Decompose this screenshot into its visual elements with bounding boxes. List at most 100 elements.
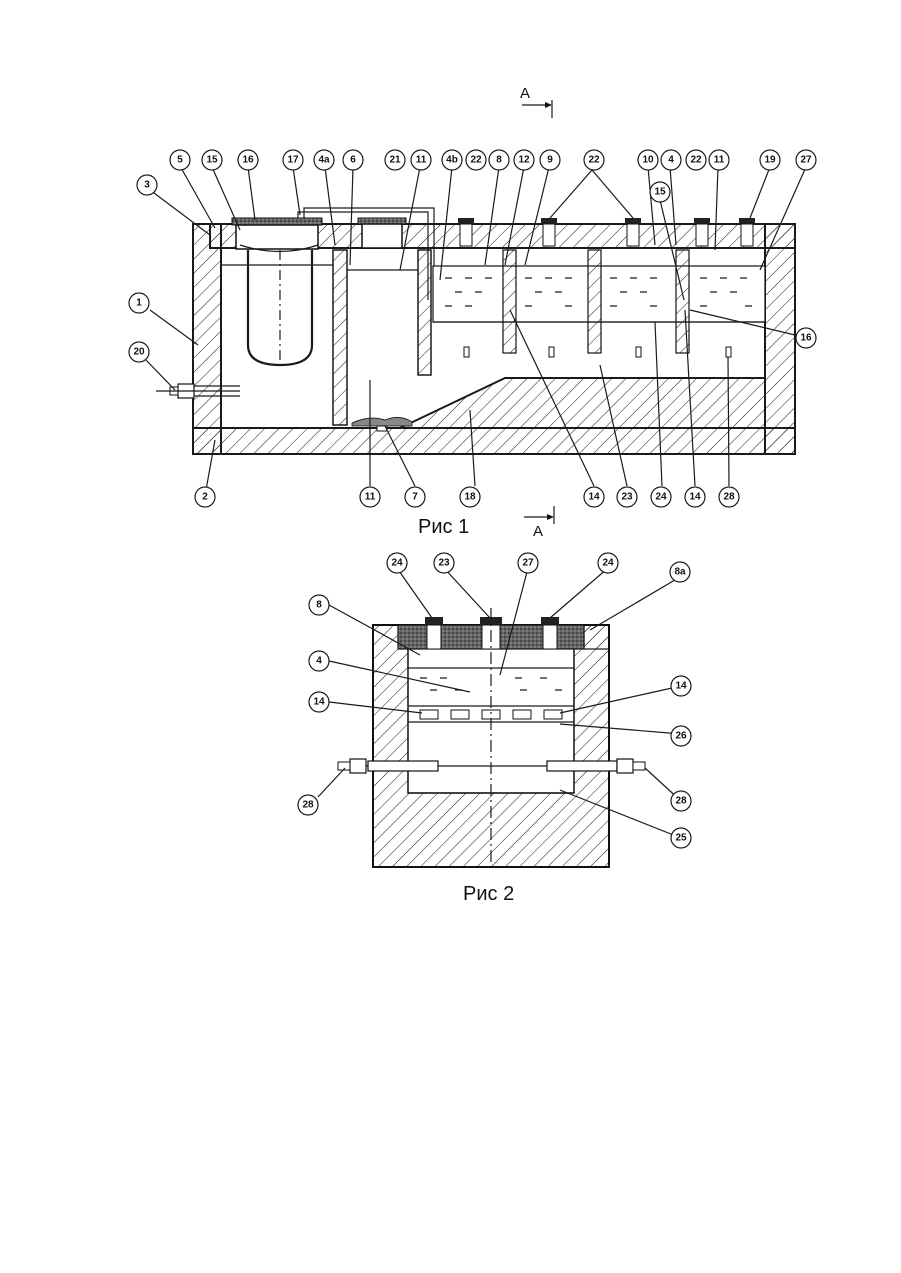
svg-text:6: 6 (350, 155, 356, 166)
callout-24-b: 22 (584, 150, 604, 170)
callout-28-right: 28 (671, 791, 691, 811)
callout-4b: 4b (442, 150, 462, 170)
section-mark-top: A (520, 85, 552, 118)
callout-26: 26 (671, 726, 691, 746)
callout-20: 18 (460, 487, 480, 507)
svg-text:11: 11 (714, 155, 725, 166)
section-mark-bottom: A (524, 506, 554, 540)
callout-16: 16 (796, 328, 816, 348)
callout-13-bottom: 11 (360, 487, 380, 507)
svg-text:4: 4 (316, 656, 322, 667)
svg-text:19: 19 (764, 155, 776, 166)
callout-6: 6 (343, 150, 363, 170)
svg-text:16: 16 (242, 155, 254, 166)
svg-text:28: 28 (723, 492, 735, 503)
svg-text:22: 22 (588, 155, 600, 166)
callout-24-a: 22 (466, 150, 486, 170)
callout-8: 8 (309, 595, 329, 615)
section-mark-label: A (533, 523, 543, 540)
svg-text:23: 23 (438, 558, 450, 569)
svg-text:14: 14 (675, 681, 687, 692)
svg-text:22: 22 (470, 155, 482, 166)
svg-text:8: 8 (496, 155, 502, 166)
svg-text:20: 20 (133, 347, 145, 358)
callout-28-left: 28 (298, 795, 318, 815)
callout-3: 3 (137, 175, 157, 195)
callout-14-left: 14 (309, 692, 329, 712)
callout-14-b: 14 (685, 487, 705, 507)
callout-8: 8 (489, 150, 509, 170)
callout-4a: 4a (314, 150, 334, 170)
callout-21: 19 (760, 150, 780, 170)
svg-text:26: 26 (675, 731, 687, 742)
callout-14-a: 14 (584, 487, 604, 507)
svg-text:15: 15 (654, 187, 666, 198)
callout-25: 25 (671, 828, 691, 848)
svg-text:16: 16 (800, 333, 812, 344)
svg-text:4a: 4a (318, 155, 330, 166)
svg-text:11: 11 (416, 155, 427, 166)
svg-text:10: 10 (642, 155, 654, 166)
svg-text:24: 24 (602, 558, 614, 569)
callout-2: 2 (195, 487, 215, 507)
callout-27: 27 (518, 553, 538, 573)
section-mark-label: A (520, 85, 530, 102)
svg-text:24: 24 (391, 558, 403, 569)
callout-24-left: 24 (387, 553, 407, 573)
callout-23: 23 (434, 553, 454, 573)
svg-text:28: 28 (302, 800, 314, 811)
svg-text:4b: 4b (446, 155, 458, 166)
svg-text:8: 8 (316, 600, 322, 611)
callout-19: 17 (283, 150, 303, 170)
svg-text:27: 27 (522, 558, 534, 569)
callout-27: 27 (796, 150, 816, 170)
svg-text:17: 17 (287, 155, 299, 166)
svg-text:21: 21 (389, 155, 401, 166)
callout-11: 11 (709, 150, 729, 170)
callout-24-right: 24 (598, 553, 618, 573)
svg-text:14: 14 (588, 492, 600, 503)
svg-text:12: 12 (518, 155, 530, 166)
callout-15: 15 (650, 182, 670, 202)
svg-text:7: 7 (412, 492, 418, 503)
svg-text:24: 24 (655, 492, 667, 503)
svg-text:3: 3 (144, 180, 150, 191)
callout-14-right: 14 (671, 676, 691, 696)
callout-4: 4 (309, 651, 329, 671)
callout-9: 9 (540, 150, 560, 170)
svg-text:27: 27 (800, 155, 812, 166)
callout-7: 7 (405, 487, 425, 507)
figure-2-caption: Рис 2 (463, 883, 514, 905)
svg-text:28: 28 (675, 796, 687, 807)
callout-13-top: 11 (411, 150, 431, 170)
callout-23: 21 (385, 150, 405, 170)
svg-text:23: 23 (621, 492, 633, 503)
svg-text:15: 15 (206, 155, 218, 166)
callout-8a: 8a (670, 562, 690, 582)
figure-2: 24 23 27 24 8a 8 4 14 14 26 28 28 25 Рис… (298, 553, 691, 905)
callout-5: 5 (170, 150, 190, 170)
callout-1: 1 (129, 293, 149, 313)
callout-17: 15 (202, 150, 222, 170)
svg-text:14: 14 (313, 697, 325, 708)
svg-text:25: 25 (675, 833, 687, 844)
svg-text:18: 18 (464, 492, 476, 503)
callout-12: 12 (514, 150, 534, 170)
callout-26: 24 (651, 487, 671, 507)
svg-text:22: 22 (690, 155, 702, 166)
figure-1: A A (129, 85, 816, 540)
callout-24-c: 22 (686, 150, 706, 170)
callout-22: 20 (129, 342, 149, 362)
svg-text:8a: 8a (674, 567, 686, 578)
svg-text:1: 1 (136, 298, 142, 309)
callout-4: 4 (661, 150, 681, 170)
housing-walls (193, 224, 795, 454)
callout-28: 28 (719, 487, 739, 507)
svg-text:4: 4 (668, 155, 674, 166)
callout-18: 16 (238, 150, 258, 170)
svg-text:11: 11 (365, 492, 376, 503)
svg-text:5: 5 (177, 155, 183, 166)
svg-text:14: 14 (689, 492, 701, 503)
middle-chamber (347, 218, 431, 431)
